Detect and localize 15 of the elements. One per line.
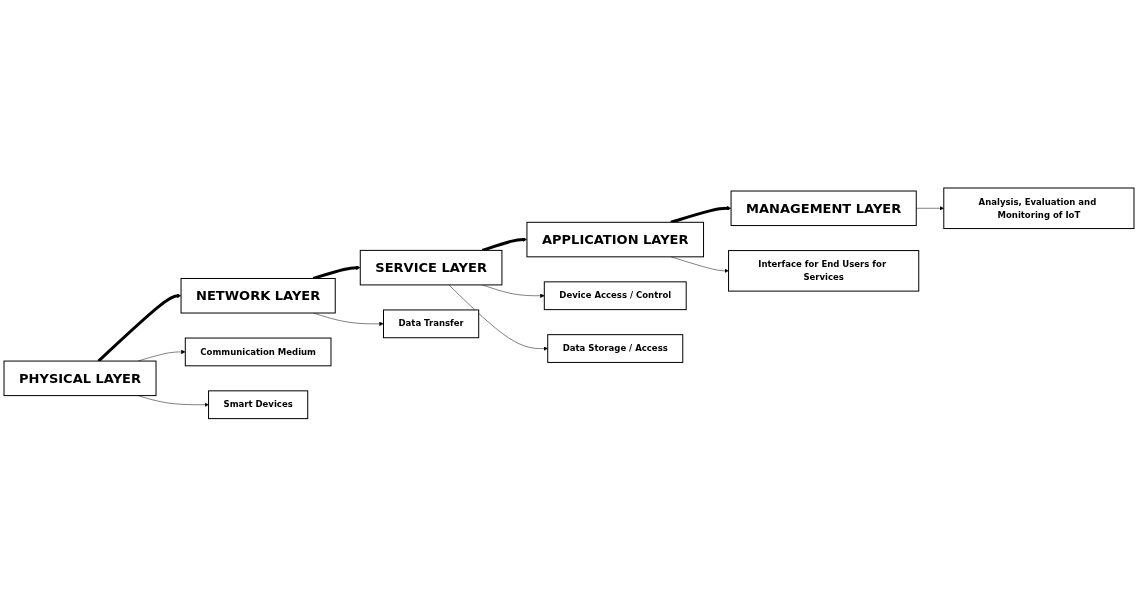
arrow [481,237,528,252]
node-box: Communication Medium [184,337,332,367]
node-box: Interface for End Users for Services [728,250,920,292]
node-box: PHYSICAL LAYER [3,360,157,397]
arrow [97,293,182,363]
node-box: APPLICATION LAYER [526,222,705,258]
node-box: Analysis, Evaluation and Monitoring of IoT [943,187,1135,230]
node-box: Data Transfer [383,309,480,339]
arrow [670,206,732,224]
node-box: MANAGEMENT LAYER [730,190,917,227]
node-box: NETWORK LAYER [180,278,336,314]
node-box: Data Storage / Access [547,334,684,364]
node-box: Device Access / Control [543,281,687,311]
node-box: Smart Devices [208,390,309,420]
node-box: SERVICE LAYER [359,250,503,286]
